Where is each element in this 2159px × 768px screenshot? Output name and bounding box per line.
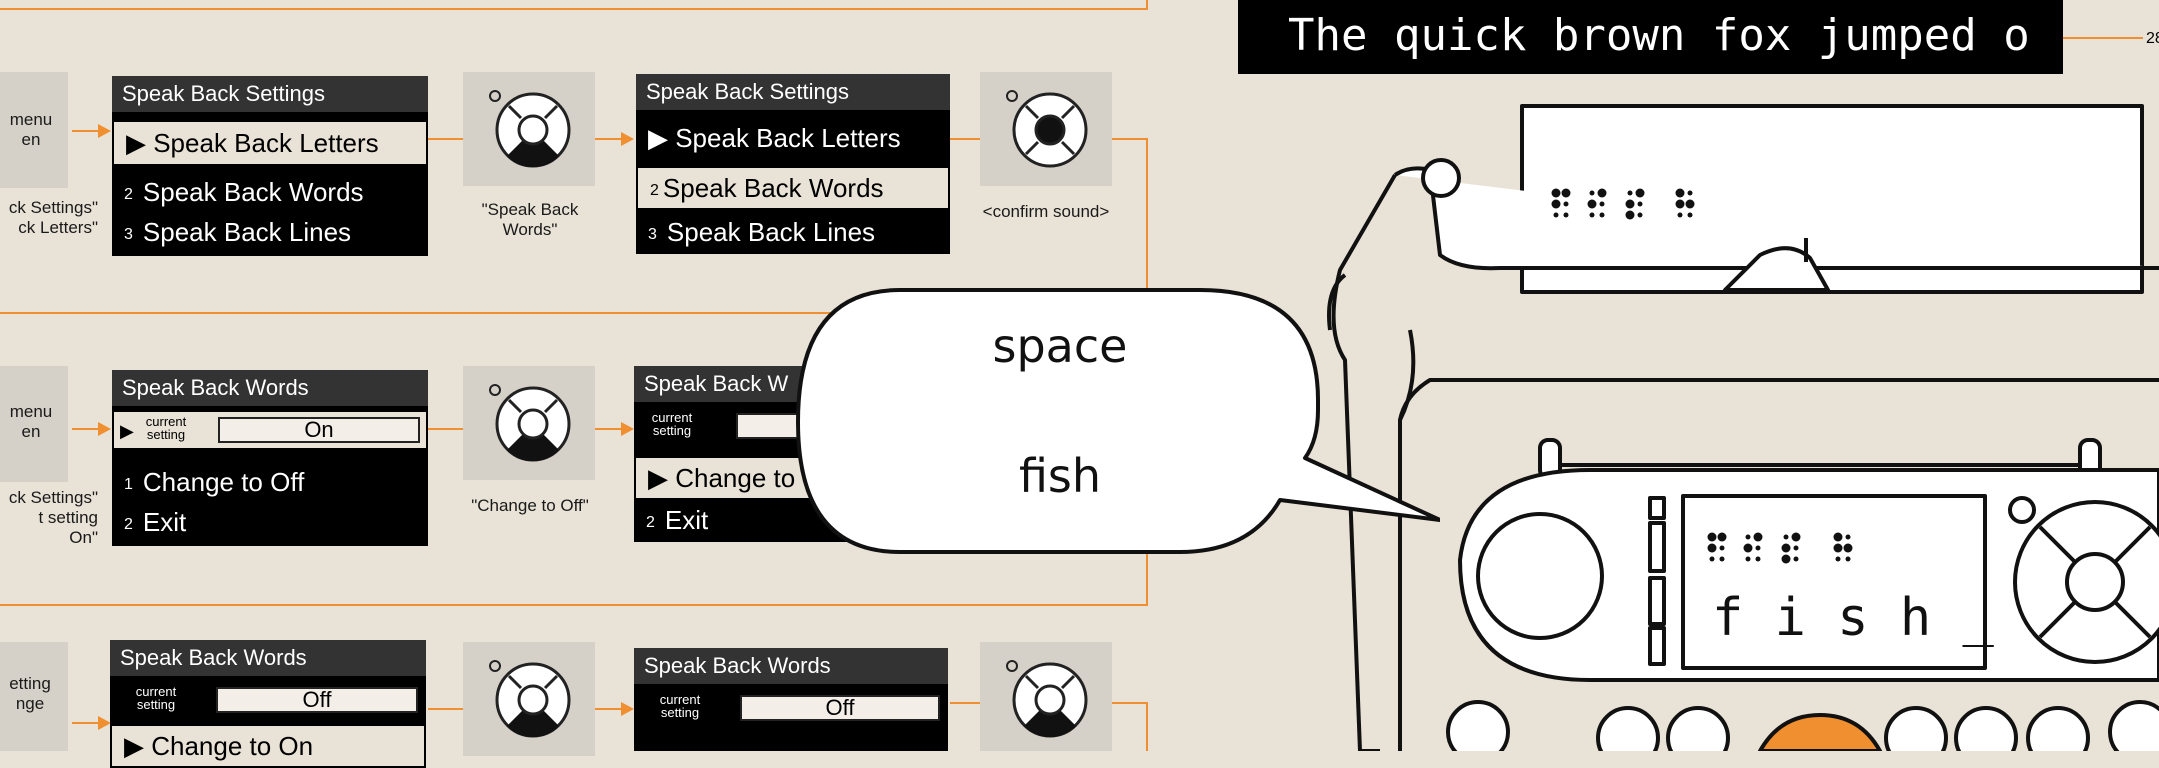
flow-line-top: [0, 8, 1148, 10]
menu-title: Speak Back Settings: [112, 76, 428, 112]
step-caption: ck Settings" t setting On": [8, 488, 98, 547]
menu-panel: Speak Back Words current setting Off ▶ C…: [110, 640, 426, 768]
select-wheel-pressed-icon: [1006, 90, 1088, 168]
menu-title: Speak Back Words: [112, 370, 428, 406]
menu-item-selected: ▶ Speak Back Letters: [112, 120, 428, 166]
bubble-line-2: fish: [1018, 449, 1102, 503]
step-label: menu en: [9, 110, 53, 149]
select-wheel-icon: [489, 90, 571, 168]
bubble-line-1: space: [992, 319, 1128, 373]
arrow-line: [595, 708, 621, 710]
menu-panel: Speak Back W current setting ▶ Change to…: [634, 366, 854, 542]
play-icon: ▶: [124, 731, 152, 761]
arrow-line: [595, 428, 621, 430]
arrow-head: [98, 716, 111, 730]
key-box-partial: [0, 72, 68, 188]
step-label: menu en: [9, 402, 53, 441]
flow-line-row1-out: [1110, 138, 1148, 140]
banner-leader-line: [2063, 37, 2143, 39]
flow-line-row3-down: [1146, 702, 1148, 751]
key-box-partial: [0, 642, 68, 751]
flow-line-row3-out: [1110, 702, 1148, 704]
menu-panel: Speak Back Settings ▶ Speak Back Letters…: [112, 76, 428, 256]
arrow-head: [621, 422, 634, 436]
flow-line-row1-sep: [0, 312, 1148, 314]
arrow-line: [950, 702, 980, 704]
arrow-line: [72, 130, 98, 132]
arrow-line: [428, 708, 463, 710]
current-value: Off: [216, 687, 418, 713]
key-caption: "Change to Off": [471, 496, 589, 515]
select-wheel-icon: [489, 660, 571, 738]
play-icon: ▶: [126, 128, 154, 158]
flow-line-top-drop: [1146, 0, 1148, 10]
select-wheel-icon: [489, 384, 571, 462]
arrow-head: [621, 702, 634, 716]
menu-item-selected: ▶ Speak Back Letters: [648, 123, 901, 153]
device-screen-text: f i s h _: [1712, 588, 1994, 648]
key-box-partial: [0, 366, 68, 482]
arrow-head: [98, 422, 111, 436]
menu-panel: Speak Back Settings ▶ Speak Back Letters…: [636, 74, 950, 254]
arrow-head: [98, 124, 111, 138]
current-setting: current setting Off: [110, 680, 426, 720]
key-box: [463, 642, 595, 756]
step-caption: ck Settings" ck Letters": [8, 198, 98, 237]
current-setting: current setting Off: [634, 688, 948, 728]
arrow-line: [595, 138, 621, 140]
key-box: [980, 642, 1112, 751]
key-box: [463, 72, 595, 186]
play-icon: ▶: [648, 123, 676, 153]
menu-panel: Speak Back Words current setting Off: [634, 648, 948, 751]
key-box: [980, 72, 1112, 186]
page-number: 28: [2146, 30, 2159, 47]
flow-line-row2-sep: [0, 604, 1148, 606]
menu-item-highlighted: ▶ Change to On: [110, 724, 426, 768]
banner-text: The quick brown fox jumped o: [1288, 10, 2030, 61]
current-value: Off: [740, 695, 940, 721]
arrow-line: [428, 428, 463, 430]
arrow-line: [72, 428, 98, 430]
key-caption: "Speak Back Words": [481, 200, 579, 239]
braille-dots-icon: [1551, 188, 1695, 220]
speech-bubble: [796, 288, 1440, 554]
step-label: etting nge: [9, 674, 51, 713]
arrow-line: [950, 138, 980, 140]
arrow-head: [621, 132, 634, 146]
braille-typewriter-illustration: [1327, 104, 2159, 751]
play-icon: ▶: [648, 463, 676, 493]
key-caption: <confirm sound>: [982, 202, 1110, 221]
flow-line-row1-down: [1146, 138, 1148, 314]
play-icon: ▶: [120, 421, 134, 441]
menu-title: Speak Back Words: [634, 648, 948, 684]
arrow-line: [428, 138, 463, 140]
key-box: [463, 366, 595, 480]
menu-title: Speak Back Words: [110, 640, 426, 676]
current-setting: ▶ current setting On: [112, 410, 428, 450]
menu-title: Speak Back Settings: [636, 74, 950, 110]
arrow-line: [72, 722, 98, 724]
select-wheel-icon: [1006, 660, 1088, 738]
current-value: On: [218, 417, 420, 443]
text-banner: The quick brown fox jumped o: [1238, 0, 2063, 74]
